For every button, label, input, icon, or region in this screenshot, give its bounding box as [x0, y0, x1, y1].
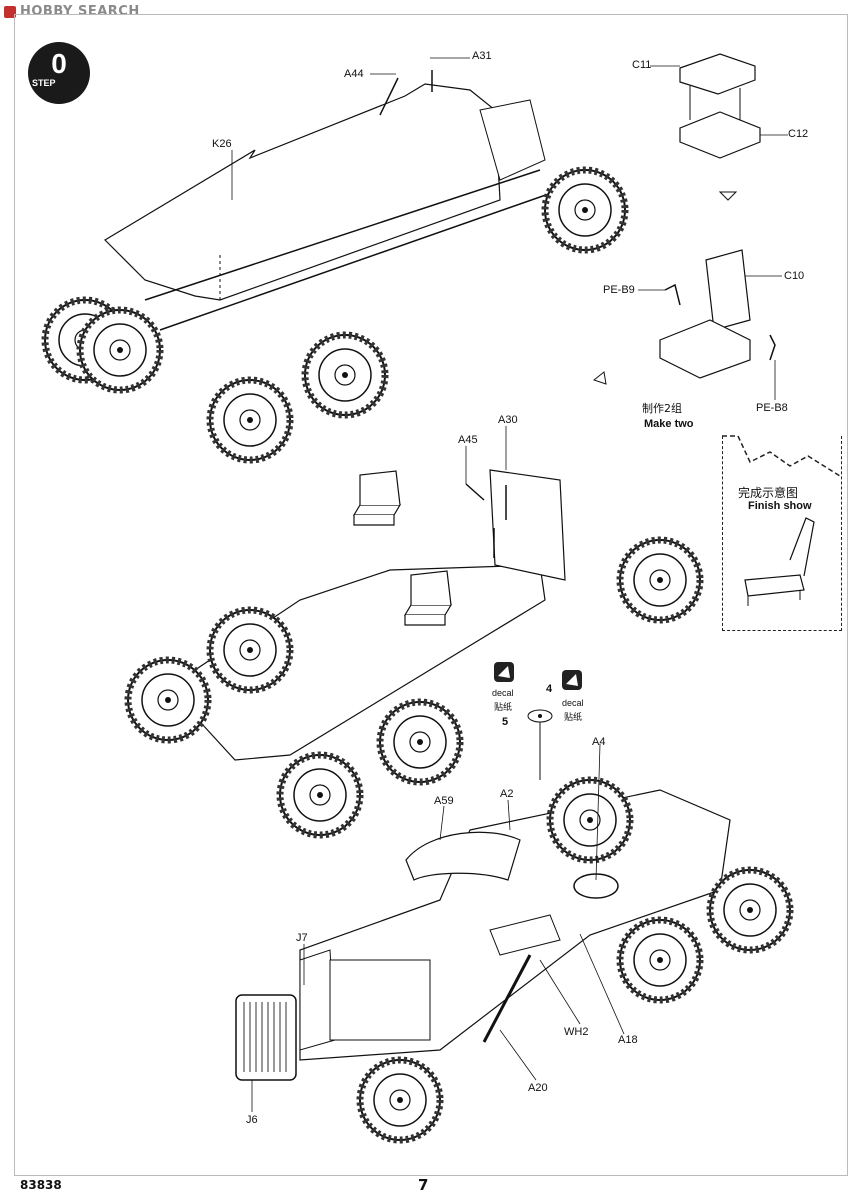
- part-label-pe-b8: PE-B8: [756, 402, 788, 414]
- finish-show-cn: 完成示意图: [738, 486, 799, 500]
- decal-label-cn-1: 贴纸: [494, 703, 513, 713]
- product-code: 83838: [20, 1178, 62, 1192]
- page-number: 7: [418, 1176, 429, 1194]
- leader-lines: [231, 57, 788, 1112]
- seat-assembly-detail: [592, 249, 776, 385]
- decal-number-5: 5: [502, 716, 509, 728]
- watermark-text: HOBBY SEARCH: [20, 4, 140, 19]
- step-label: STEP: [32, 78, 56, 88]
- part-label-wh2: WH2: [564, 1026, 589, 1038]
- page-frame: [14, 14, 848, 1176]
- decal-label-en-1: decal: [492, 688, 514, 698]
- part-label-a59: A59: [434, 795, 454, 807]
- finish-show-panel: [722, 436, 842, 631]
- decal-label-en-2: decal: [562, 698, 584, 708]
- part-label-pe-b9: PE-B9: [603, 284, 635, 296]
- watermark: HOBBY SEARCH: [4, 4, 140, 19]
- make-two-cn: 制作2组: [642, 402, 682, 415]
- decal-label-cn-2: 贴纸: [564, 713, 583, 723]
- part-label-c10: C10: [784, 270, 805, 282]
- finish-show-en: Finish show: [748, 500, 812, 512]
- make-two-en: Make two: [644, 418, 694, 430]
- part-label-c12: C12: [788, 128, 809, 140]
- decal-number-4: 4: [546, 683, 553, 695]
- decal-icons: [494, 662, 582, 780]
- part-label-a45: A45: [458, 434, 478, 446]
- part-label-k26: K26: [212, 138, 232, 150]
- step-badge: 0 STEP: [28, 42, 90, 104]
- part-label-j7: J7: [296, 932, 308, 944]
- part-label-a31: A31: [472, 50, 492, 62]
- part-label-a30: A30: [498, 414, 518, 426]
- seat-cushion-detail: [679, 53, 761, 201]
- part-label-c11: C11: [632, 59, 652, 71]
- part-label-a18: A18: [618, 1034, 638, 1046]
- chassis-middle: [128, 469, 700, 835]
- part-label-a4: A4: [592, 736, 606, 748]
- part-label-j6: J6: [246, 1114, 258, 1126]
- hobby-search-logo-icon: [4, 5, 16, 18]
- part-label-a44: A44: [344, 68, 364, 80]
- step-number: 0: [51, 48, 67, 79]
- chassis-bottom: [235, 780, 790, 1140]
- chassis-top: [45, 70, 625, 460]
- part-label-a2: A2: [500, 788, 514, 800]
- part-label-a20: A20: [528, 1082, 548, 1094]
